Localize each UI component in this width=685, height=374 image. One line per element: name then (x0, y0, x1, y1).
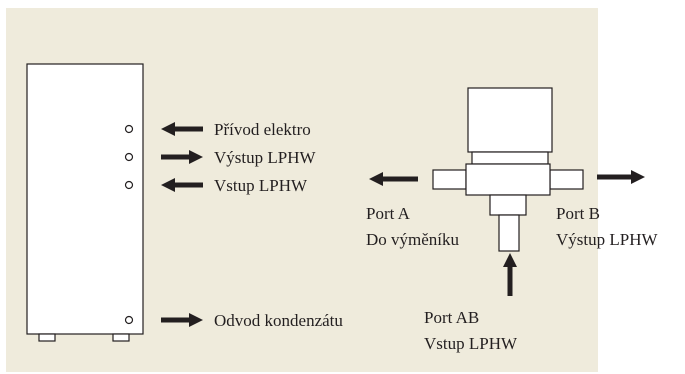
label-port-a-desc: Do výměníku (366, 230, 460, 249)
port-condensate (124, 315, 134, 325)
boiler-foot-right (112, 333, 130, 342)
label-condensate: Odvod kondenzátu (214, 311, 343, 330)
label-port-b: Port B (556, 204, 600, 223)
valve-body (465, 163, 551, 196)
valve-lower-collar (489, 194, 527, 216)
port-electric-supply (124, 124, 134, 134)
port-lphw-flow (124, 152, 134, 162)
arrow-port-a (369, 172, 418, 186)
arrow-in-lphw-return (161, 178, 203, 192)
label-lphw-return: Vstup LPHW (214, 176, 308, 195)
boiler-foot-left (38, 333, 56, 342)
label-lphw-flow: Výstup LPHW (214, 148, 316, 167)
arrow-out-lphw-flow (161, 150, 203, 164)
arrow-out-condensate (161, 313, 203, 327)
arrow-in-electric (161, 122, 203, 136)
label-port-ab-desc: Vstup LPHW (424, 334, 518, 353)
label-electric-supply: Přívod elektro (214, 120, 311, 139)
valve-port-b-stub (549, 169, 584, 190)
arrow-port-ab (503, 253, 517, 296)
arrow-port-b (597, 170, 645, 184)
valve-port-ab-stub (498, 214, 520, 252)
boiler-body (26, 63, 144, 335)
boiler-unit (26, 63, 144, 342)
valve-neck (471, 151, 549, 165)
valve-actuator (467, 87, 553, 153)
three-port-valve (432, 87, 584, 252)
valve-port-a-stub (432, 169, 467, 190)
label-port-a: Port A (366, 204, 411, 223)
port-lphw-return (124, 180, 134, 190)
label-port-b-desc: Výstup LPHW (556, 230, 658, 249)
label-port-ab: Port AB (424, 308, 479, 327)
